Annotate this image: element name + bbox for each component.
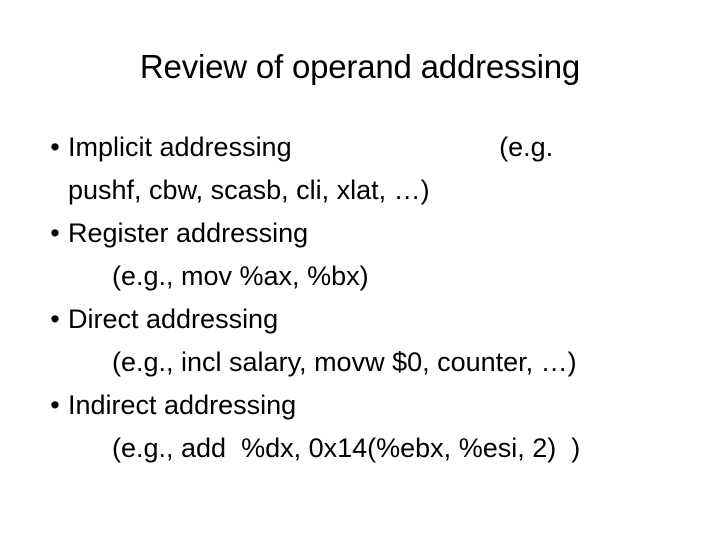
bullet-continuation-register: (e.g., mov %ax, %bx) bbox=[112, 261, 369, 291]
bullet-continuation-direct: (e.g., incl salary, movw $0, counter, …) bbox=[112, 347, 577, 377]
bullet-dot-icon: • bbox=[50, 304, 60, 334]
bullet-dot-icon: • bbox=[50, 218, 60, 248]
list-item[interactable]: • Implicit addressing (e.g. pushf, cbw, … bbox=[42, 126, 702, 212]
bullet-line-indirect: • Indirect addressing bbox=[42, 384, 702, 427]
bullet-heading-implicit: Implicit addressing bbox=[68, 132, 292, 162]
bullet-heading-direct: Direct addressing bbox=[68, 304, 279, 334]
bullet-line-direct: • Direct addressing bbox=[42, 298, 702, 341]
bullet-trailing-implicit: (e.g. bbox=[499, 132, 554, 162]
bullet-line-implicit: • Implicit addressing (e.g. bbox=[42, 126, 702, 169]
bullet-dot-icon: • bbox=[50, 390, 60, 420]
bullet-list: • Implicit addressing (e.g. pushf, cbw, … bbox=[42, 126, 702, 470]
page-title: Review of operand addressing bbox=[139, 48, 581, 85]
list-item[interactable]: • Direct addressing (e.g., incl salary, … bbox=[42, 298, 702, 384]
bullet-continuation-implicit: pushf, cbw, scasb, cli, xlat, …) bbox=[68, 175, 430, 205]
list-item[interactable]: • Register addressing (e.g., mov %ax, %b… bbox=[42, 212, 702, 298]
bullet-heading-register: Register addressing bbox=[68, 218, 309, 248]
bullet-continuation-indirect: (e.g., add %dx, 0x14(%ebx, %esi, 2) ) bbox=[112, 433, 581, 463]
bullet-heading-indirect: Indirect addressing bbox=[68, 390, 297, 420]
bullet-line-register: • Register addressing bbox=[42, 212, 702, 255]
bullet-dot-icon: • bbox=[50, 132, 60, 162]
list-item[interactable]: • Indirect addressing (e.g., add %dx, 0x… bbox=[42, 384, 702, 470]
